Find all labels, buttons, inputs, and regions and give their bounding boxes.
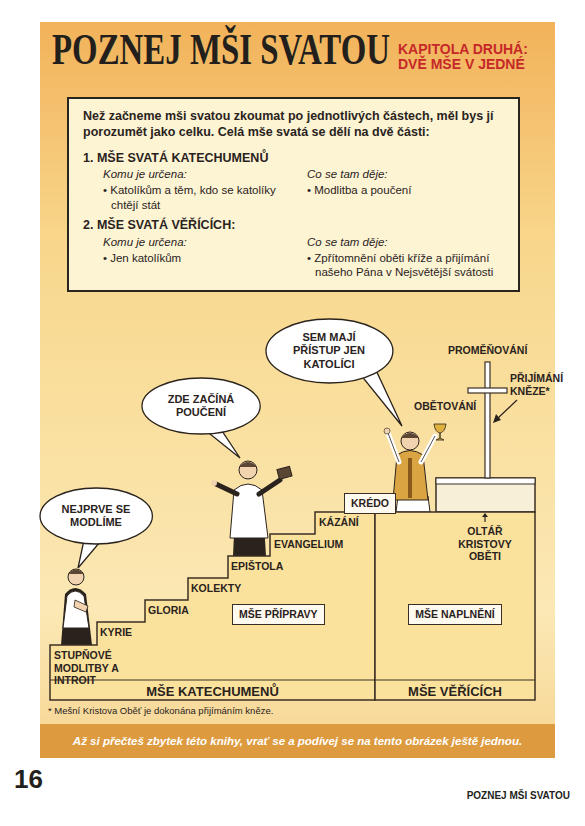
cross	[468, 388, 507, 393]
label-wrap: PROMĚŇOVÁNÍ	[448, 344, 527, 357]
intro-box: Než začneme mši svatou zkoumat po jednot…	[67, 97, 520, 292]
caption-wrap: Až si přečteš zbytek této knihy, vrať se…	[40, 726, 555, 756]
label-wrap: STUPŇOVÉ MODLITBY A INTROIT	[54, 649, 158, 687]
bubble-text: SEM MAJÍ PŘÍSTUP JEN KATOLÍCI	[288, 331, 370, 371]
node-text: • Katolíkům a těm, kdo se katolíky chtěj…	[103, 183, 303, 213]
label-wrap: GLORIA	[148, 604, 189, 617]
stairs	[50, 512, 375, 700]
caption: Až si přečteš zbytek této knihy, vrať se…	[40, 726, 555, 756]
speech-bubble: ZDE ZAČÍNÁ POUČENÍ	[141, 377, 261, 435]
label-wrap: KAPITOLA DRUHÁ: DVĚ MŠE V JEDNÉ	[398, 42, 550, 72]
node-text: MŠE VĚŘÍCÍCH	[375, 684, 535, 699]
caption-bar	[40, 724, 555, 758]
label-wrap: EVANGELIUM	[274, 538, 343, 551]
label-box: MŠE NAPLNĚNÍ	[408, 604, 501, 625]
speech-bubble: NEJPRVE SE MODLÍME	[39, 487, 153, 545]
part-label: OLTÁŘ KRISTOVY OBĚTI	[445, 525, 525, 563]
step-label: KOLEKTY	[191, 582, 241, 595]
bubble-ellipse	[266, 319, 393, 383]
node-text: Než začneme mši svatou zkoumat po jednot…	[83, 108, 504, 141]
chapter-subtitle: KAPITOLA DRUHÁ: DVĚ MŠE V JEDNÉ	[398, 42, 550, 72]
node-text: 2. MŠE SVATÁ VĚŘÍCÍCH:	[83, 218, 504, 234]
node-text: MŠE PŘÍPRAVY	[239, 608, 318, 621]
part-label: PROMĚŇOVÁNÍ	[448, 344, 527, 357]
node-text: • Jen katolíkům	[103, 251, 303, 281]
label-wrap: * Mešní Kristova Oběť je dokonána přijím…	[48, 705, 273, 716]
footnote: * Mešní Kristova Oběť je dokonána přijím…	[48, 705, 273, 716]
step-label: KÁZÁNÍ	[319, 516, 359, 529]
label-wrap: POZNEJ MŠI SVATOU	[430, 790, 570, 801]
bubble-text: ZDE ZAČÍNÁ POUČENÍ	[163, 393, 239, 419]
node-text: Komu je určena:	[103, 167, 303, 182]
part-label: OBĚTOVÁNÍ	[414, 400, 476, 413]
node-text: KRÉDO	[351, 497, 389, 510]
altar-table	[436, 478, 535, 512]
node-text: MŠE KATECHUMENŮ	[50, 684, 375, 699]
label-wrap: OLTÁŘ KRISTOVY OBĚTI	[445, 525, 525, 563]
arrow-head	[493, 414, 501, 423]
block	[375, 512, 535, 700]
bubble-text: NEJPRVE SE MODLÍME	[60, 503, 132, 529]
step-label: KYRIE	[100, 626, 132, 639]
label-wrap: KÁZÁNÍ	[319, 516, 359, 529]
node-text: MŠE NAPLNĚNÍ	[415, 608, 494, 621]
cross	[485, 362, 490, 478]
step-label: STUPŇOVÉ MODLITBY A INTROIT	[54, 649, 158, 687]
panel-background	[40, 22, 555, 758]
band-line	[375, 680, 535, 681]
step-label: GLORIA	[148, 604, 189, 617]
bubble-ellipse	[142, 378, 260, 434]
speech-bubble: SEM MAJÍ PŘÍSTUP JEN KATOLÍCI	[265, 318, 394, 384]
bubble-ellipse	[40, 488, 152, 544]
node-text: • Modlitba a poučení	[307, 183, 504, 213]
label-wrap: 16	[14, 764, 43, 795]
running-footer: POZNEJ MŠI SVATOU	[430, 790, 570, 801]
node-text: Co se tam děje:	[307, 235, 504, 250]
node-text: Co se tam děje:	[307, 167, 504, 182]
label-wrap: KOLEKTY	[191, 582, 241, 595]
altar-cloth	[436, 478, 535, 484]
label-box: KRÉDO	[344, 493, 396, 514]
page-number: 16	[14, 764, 43, 795]
node-text: 1. MŠE SVATÁ KATECHUMENŮ	[83, 151, 504, 167]
step-label: EVANGELIUM	[274, 538, 343, 551]
label-wrap: EPIŠTOLA	[231, 560, 283, 573]
page-title: POZNEJ MŠI SVATOU	[52, 28, 390, 72]
praying-priest	[61, 569, 92, 645]
node-text: • Zpřítomnění oběti kříže a přijímání na…	[307, 251, 504, 281]
step-label: EPIŠTOLA	[231, 560, 283, 573]
label-box: MŠE PŘÍPRAVY	[232, 604, 325, 625]
leader-line	[497, 400, 517, 419]
label-wrap: KYRIE	[100, 626, 132, 639]
band-line	[50, 680, 375, 681]
node-text: Komu je určena:	[103, 235, 303, 250]
arrow-head	[482, 513, 488, 517]
label-wrap: PŘIJÍMÁNÍ KNĚZE*	[510, 372, 558, 397]
part-label: PŘIJÍMÁNÍ KNĚZE*	[510, 372, 558, 397]
label-wrap: OBĚTOVÁNÍ	[414, 400, 476, 413]
